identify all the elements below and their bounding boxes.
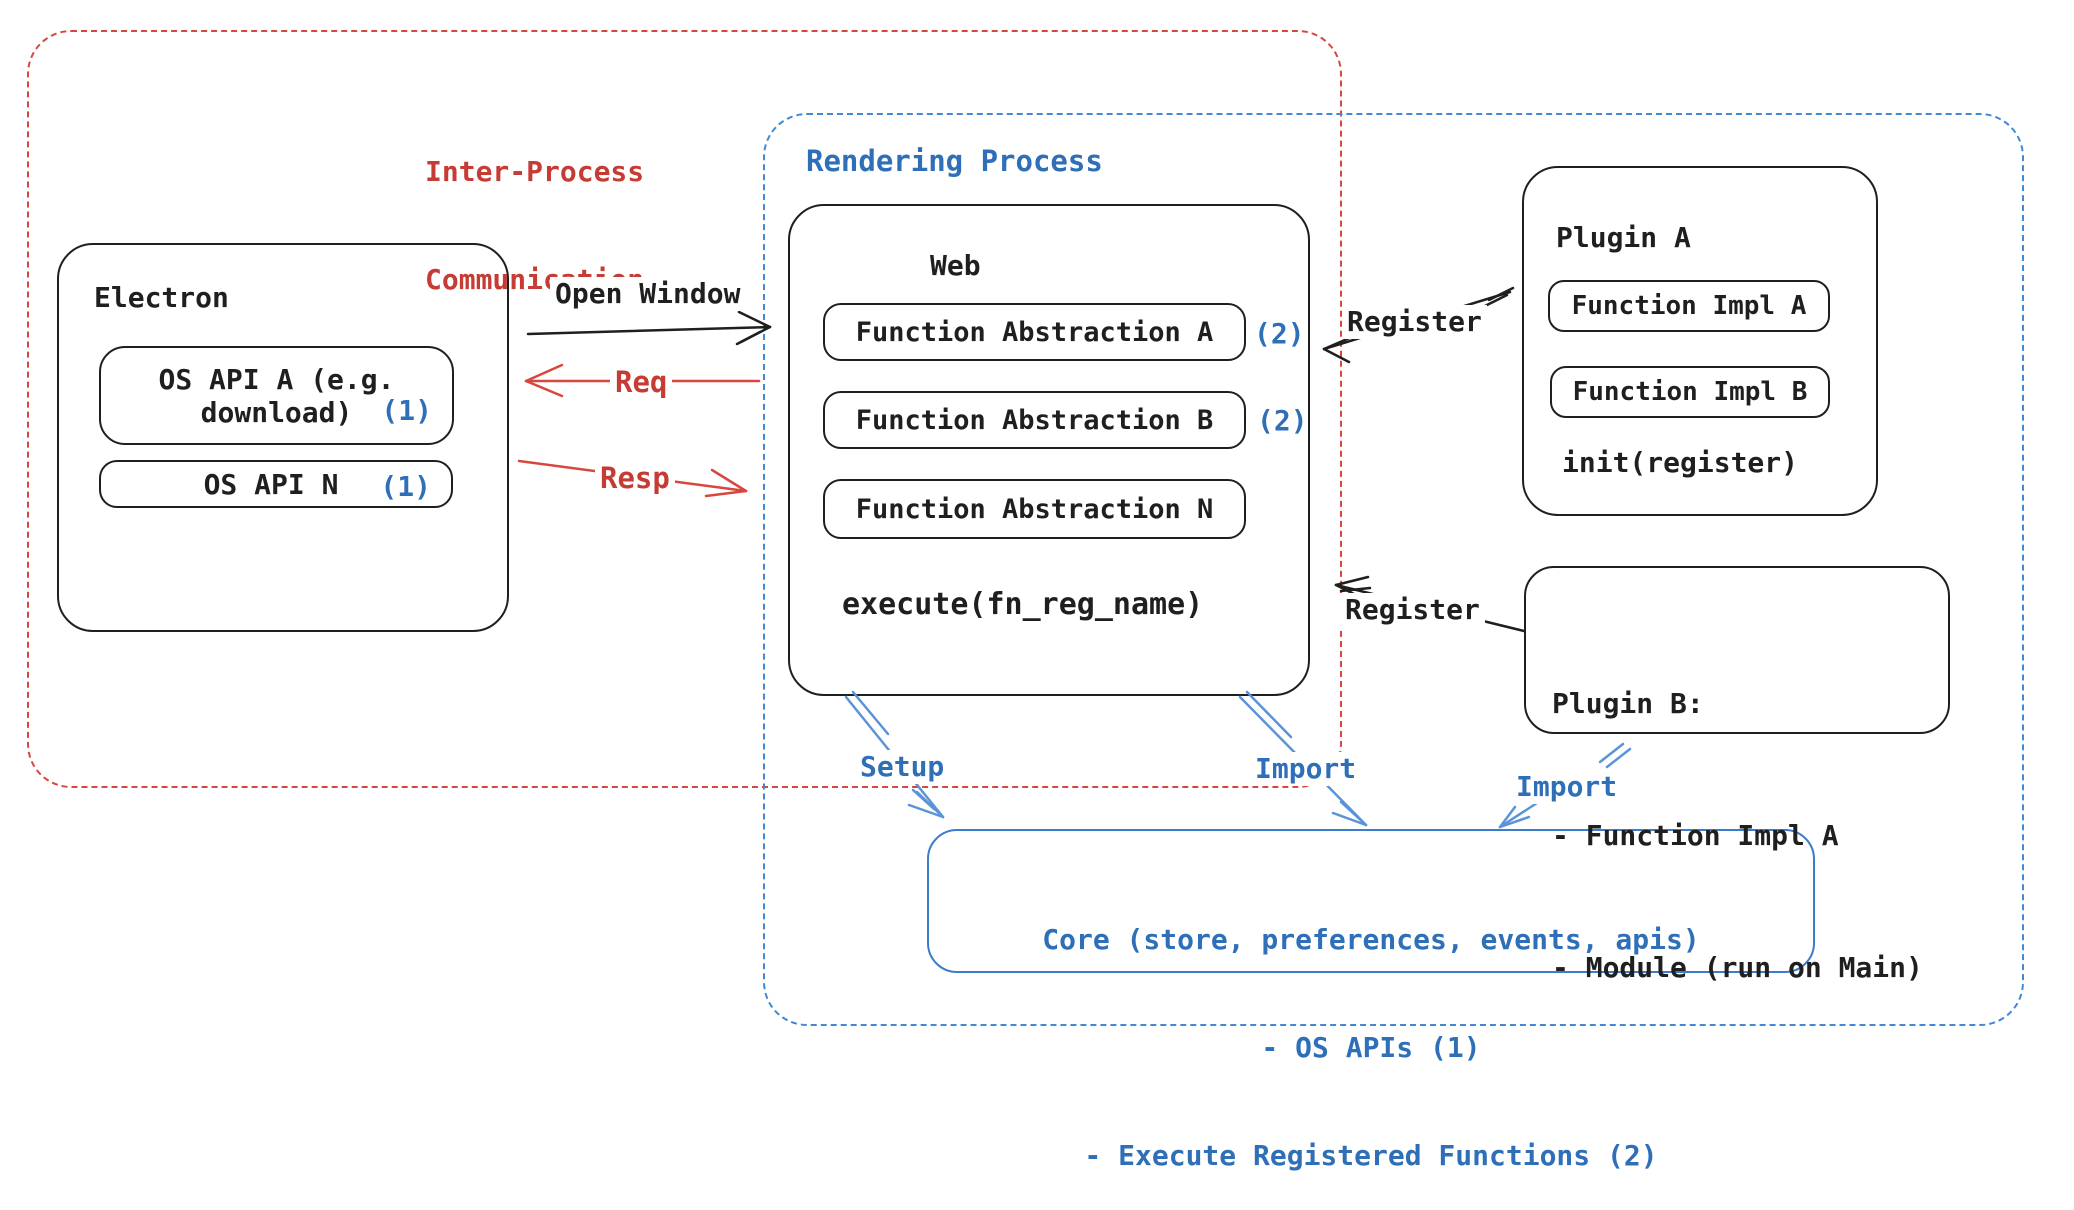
req-label: Req <box>610 365 673 400</box>
function-impl-b-chip: Function Impl B <box>1550 366 1830 418</box>
web-box <box>788 204 1310 696</box>
plugin-a-box <box>1522 166 1878 516</box>
plugin-b-text: Plugin B: - Function Impl A - Module (ru… <box>1552 594 1923 1034</box>
resp-label: Resp <box>595 461 675 496</box>
function-abstraction-b-chip: Function Abstraction B <box>823 391 1246 449</box>
rendering-region-box <box>763 113 2024 1026</box>
plugin-b-line1: Plugin B: <box>1552 687 1704 720</box>
ipc-label-line1: Inter-Process <box>425 155 645 188</box>
function-abstraction-a-chip: Function Abstraction A <box>823 303 1246 361</box>
function-impl-a-chip: Function Impl A <box>1548 280 1830 332</box>
init-register-label: init(register) <box>1562 446 1799 479</box>
execute-label: execute(fn_reg_name) <box>842 587 1204 622</box>
open-window-arrow <box>526 310 772 346</box>
rendering-process-label: Rendering Process <box>806 144 1103 178</box>
electron-title: Electron <box>94 281 229 314</box>
open-window-label: Open Window <box>550 277 746 311</box>
plugin-b-line2: - Function Impl A <box>1552 819 1839 852</box>
import-right-label: Import <box>1512 770 1622 804</box>
fa-a-marker: (2) <box>1254 317 1305 350</box>
arrows-layer <box>517 286 1632 829</box>
core-line2: - OS APIs (1) <box>1261 1031 1481 1064</box>
import-left-label: Import <box>1251 752 1361 786</box>
core-text: Core (store, preferences, events, apis) … <box>927 850 1815 1210</box>
plugin-b-box <box>1524 566 1950 734</box>
plugin-a-title: Plugin A <box>1556 221 1691 254</box>
fa-b-marker: (2) <box>1257 404 1308 437</box>
register-bottom-label: Register <box>1340 593 1485 627</box>
os-api-n-chip: OS API N (1) <box>99 460 453 508</box>
os-api-a-line2: download) <box>200 395 353 429</box>
register-top-label: Register <box>1342 305 1487 339</box>
os-api-a-line1: OS API A (e.g. <box>158 362 395 396</box>
core-box <box>927 829 1815 973</box>
os-api-a-marker: (1) <box>381 394 432 427</box>
os-api-n-label: OS API N <box>203 467 339 501</box>
web-title: Web <box>930 249 981 282</box>
os-api-n-marker: (1) <box>380 470 431 503</box>
core-line1: Core (store, preferences, events, apis) <box>1042 923 1700 956</box>
setup-label: Setup <box>856 750 949 784</box>
ipc-region-box <box>27 30 1342 788</box>
core-line3: - Execute Registered Functions (2) <box>1084 1139 1658 1172</box>
os-api-a-chip: OS API A (e.g. download) (1) <box>99 346 454 445</box>
function-abstraction-n-chip: Function Abstraction N <box>823 479 1246 539</box>
import-right-arrow <box>1498 742 1632 829</box>
plugin-b-line3: - Module (run on Main) <box>1552 951 1923 984</box>
